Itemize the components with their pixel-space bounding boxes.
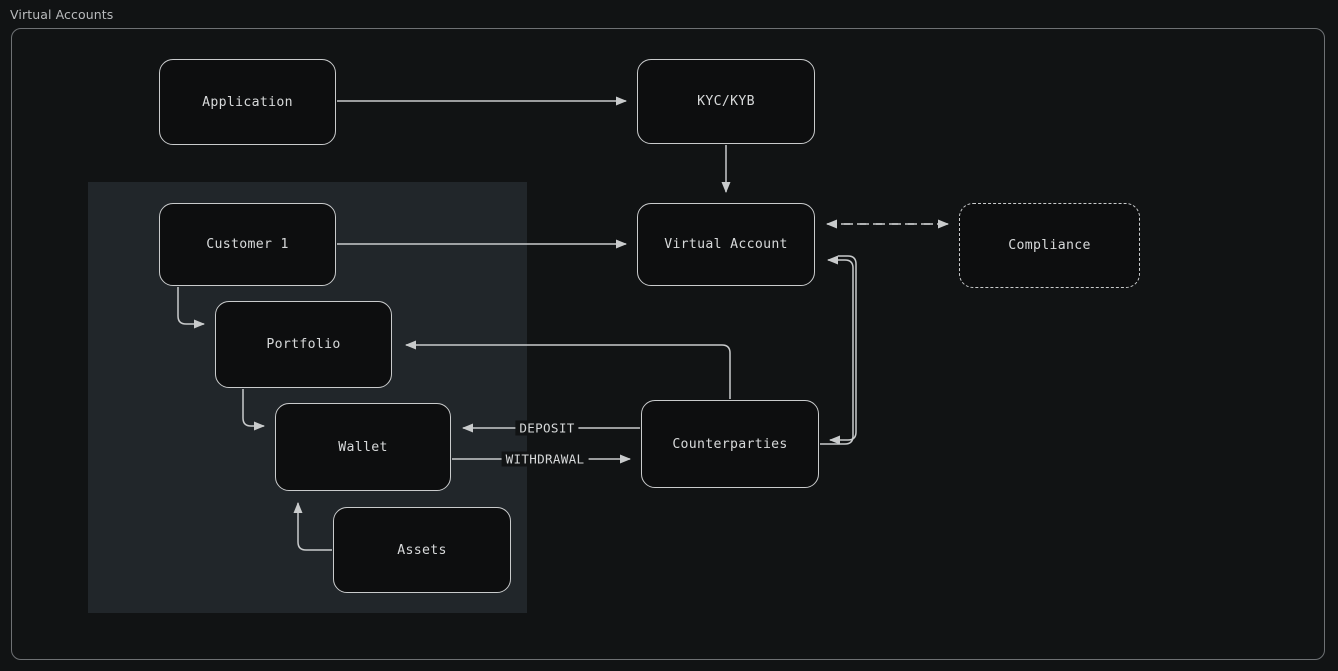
node-customer-1[interactable]: Customer 1 [159,203,336,286]
edge-assets-wallet [293,502,332,551]
node-assets[interactable]: Assets [333,507,511,593]
node-label: Application [202,94,293,110]
node-kyc-kyb[interactable]: KYC/KYB [637,59,815,144]
node-label: Counterparties [672,436,788,452]
node-label: Compliance [1008,238,1091,253]
node-label: KYC/KYB [697,94,755,109]
node-wallet[interactable]: Wallet [275,403,451,491]
node-label: Portfolio [266,337,341,352]
edge-counterparties-portfolio [405,340,731,399]
node-label: Wallet [338,439,388,455]
node-counterparties[interactable]: Counterparties [641,400,819,488]
edge-label-deposit: DEPOSIT [515,420,579,436]
edge-counterparties-virtualaccount [820,255,854,445]
node-portfolio[interactable]: Portfolio [215,301,392,388]
edge-virtualaccount-counterparties [829,255,857,445]
edge-customer-portfolio [177,287,205,329]
edge-label-withdrawal: WITHDRAWAL [501,451,589,467]
edge-portfolio-wallet [242,389,265,431]
node-application[interactable]: Application [159,59,336,145]
diagram-title: Virtual Accounts [10,7,114,22]
node-label: Customer 1 [206,237,289,252]
node-label: Virtual Account [664,237,788,252]
node-virtual-account[interactable]: Virtual Account [637,203,815,286]
node-compliance[interactable]: Compliance [959,203,1140,288]
node-label: Assets [397,542,447,558]
